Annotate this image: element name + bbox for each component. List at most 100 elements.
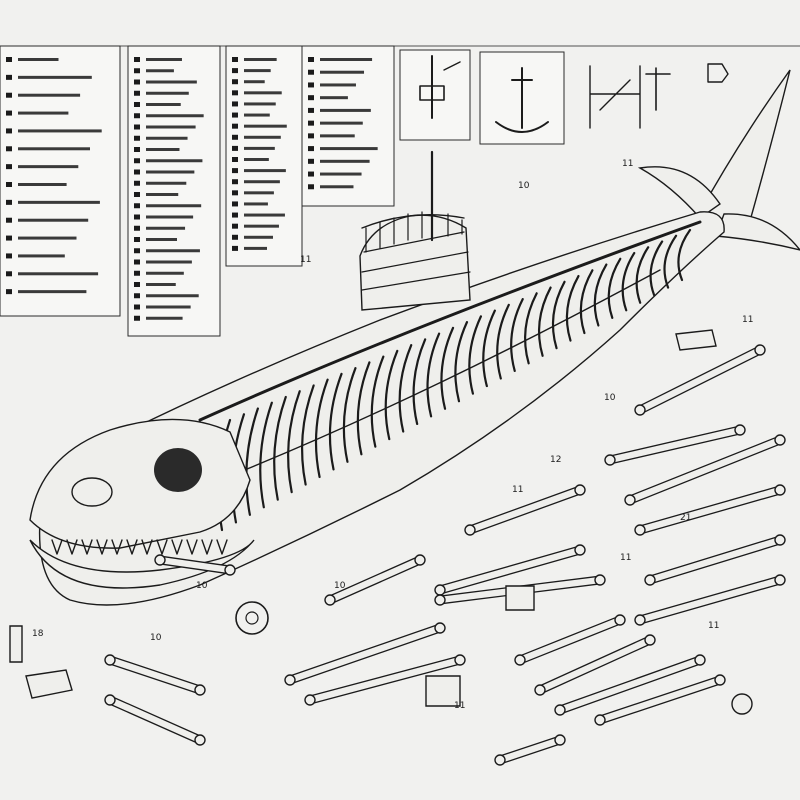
tooth [141, 539, 153, 555]
legend-row-text [244, 169, 286, 173]
legend-row-text [146, 238, 177, 241]
legend-row-text [18, 93, 81, 97]
legend-index [6, 289, 12, 295]
rib [245, 407, 259, 516]
legend-row-text [320, 108, 371, 112]
legend-index [134, 214, 140, 220]
legend-index [232, 134, 238, 140]
legend-index [134, 135, 140, 141]
legend-row-text [320, 147, 378, 151]
tooth [156, 539, 168, 555]
legend-index [308, 184, 314, 190]
fitting-gearbox [505, 585, 535, 611]
legend-index [308, 158, 314, 164]
legend-row-text [146, 125, 196, 129]
legend-row-text [146, 283, 176, 286]
legend-row-text [244, 202, 268, 206]
legend-index [308, 82, 314, 88]
legend-index [6, 199, 12, 205]
callout-number: 10 [518, 181, 530, 191]
fitting-wheel [235, 601, 269, 635]
rib [593, 263, 608, 327]
legend-row-text [146, 91, 189, 95]
legend-index [232, 245, 238, 251]
legend-index [308, 133, 314, 139]
callout-number: 11 [300, 255, 311, 265]
legend-row-text [146, 305, 191, 309]
callout-number: 11 [512, 485, 523, 495]
fitting-canister [9, 625, 23, 663]
legend-index [134, 237, 140, 242]
legend-index [6, 146, 12, 152]
legend-row-text [146, 80, 197, 84]
legend-row-text [244, 58, 277, 61]
rib [384, 349, 399, 441]
tooth [216, 539, 228, 555]
legend-row-text [320, 58, 373, 61]
spine [198, 220, 702, 422]
legend-index [232, 223, 238, 229]
callout-number: 11 [620, 553, 631, 563]
legend-index [232, 68, 238, 74]
legend-row-text [146, 226, 186, 230]
fitting-platform [675, 329, 717, 351]
legend-row-text [18, 218, 89, 222]
legend-index [6, 92, 12, 98]
legend-row-text [244, 180, 280, 184]
legend-index [232, 57, 238, 62]
legend-row-text [146, 215, 194, 219]
callout-number: 10 [334, 581, 346, 591]
legend-index [134, 124, 140, 130]
callout-number: 11 [622, 159, 633, 169]
tooth [81, 539, 93, 555]
skull [29, 418, 255, 589]
legend-row-text [18, 254, 65, 258]
legend-row-text [18, 272, 99, 276]
tooth [201, 539, 213, 555]
crane-icon [419, 55, 461, 119]
callout-number: 11 [454, 701, 465, 711]
rib [440, 326, 455, 410]
legend-index [232, 168, 238, 174]
tooth [96, 539, 108, 555]
rib [565, 274, 580, 342]
legend-index [134, 304, 140, 310]
legend-row-text [146, 58, 182, 61]
callout-number: 11 [742, 315, 753, 325]
legend-index [308, 57, 314, 62]
legend-row-text [320, 83, 356, 87]
legend-row-text [244, 146, 275, 150]
legend-index [308, 120, 314, 126]
legend-tables [0, 45, 395, 337]
legend-row-text [244, 69, 271, 73]
legend-row-text [146, 204, 202, 208]
legend-row-text [320, 159, 370, 163]
rib [496, 303, 510, 380]
fitting-ring [731, 693, 753, 715]
legend-panel-2 [127, 45, 221, 337]
callout-number: 10 [604, 393, 616, 403]
legend-index [232, 157, 238, 162]
legend-index [134, 169, 140, 175]
keel-line [219, 269, 661, 481]
legend-row-text [146, 249, 200, 253]
rib [356, 361, 371, 456]
scaffold-drawing [589, 63, 729, 129]
legend-index [6, 217, 12, 223]
rib [273, 395, 287, 501]
legend-row-text [146, 181, 187, 185]
legend-index [308, 69, 314, 75]
legend-index [232, 101, 238, 107]
legend-row-text [146, 148, 180, 151]
rib [454, 321, 469, 403]
callout-number: 21 [680, 513, 691, 523]
legend-row-text [244, 124, 287, 128]
legend-row-text [244, 224, 279, 228]
legend-row-text [146, 114, 204, 118]
legend-index [308, 171, 314, 177]
legend-index [232, 190, 238, 196]
legend-row-text [146, 193, 179, 196]
legend-row-text [18, 183, 67, 186]
legend-row-text [320, 172, 362, 176]
